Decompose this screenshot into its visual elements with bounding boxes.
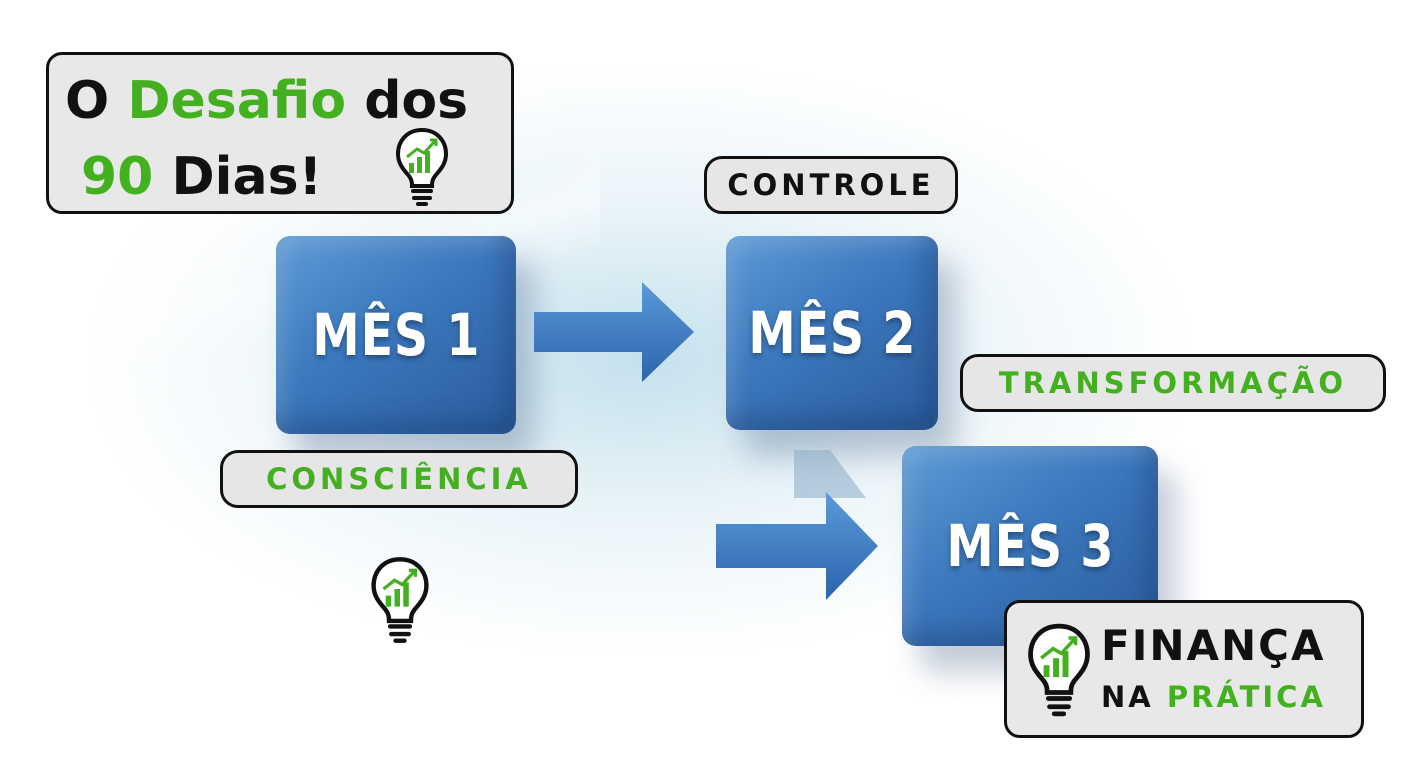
brand-word-pratica: PRÁTICA	[1166, 680, 1326, 714]
tag-controle: CONTROLE	[704, 156, 958, 214]
brand-word-na: NA	[1101, 680, 1154, 714]
title-word-o: O	[65, 71, 110, 131]
title-line-2: 90 Dias!	[81, 151, 322, 203]
cube-label-month-3: MÊS 3	[946, 512, 1114, 580]
brand-name-line-1: FINANÇA	[1101, 621, 1326, 670]
tag-consciencia: CONSCIÊNCIA	[220, 450, 578, 508]
title-line-1: O Desafio dos	[65, 75, 468, 127]
cube-month-2: MÊS 2	[726, 236, 938, 430]
cube-month-1: MÊS 1	[276, 236, 516, 434]
brand-name-line-2: NA PRÁTICA	[1101, 683, 1326, 712]
cube-label-month-2: MÊS 2	[748, 299, 916, 367]
lightbulb-chart-icon	[395, 127, 449, 206]
lightbulb-chart-icon	[371, 557, 429, 643]
title-number: 90	[81, 147, 154, 207]
title-word-desafio: Desafio	[127, 71, 347, 131]
cube-label-month-1: MÊS 1	[312, 301, 480, 369]
tag-transformacao: TRANSFORMAÇÃO	[960, 354, 1386, 412]
title-word-dos: dos	[364, 71, 469, 131]
title-word-dias: Dias!	[171, 147, 323, 207]
connector-shadow	[794, 450, 866, 498]
lightbulb-chart-icon	[1028, 623, 1090, 717]
title-box: O Desafio dos 90 Dias!	[46, 52, 514, 214]
arrow-right-icon	[534, 282, 694, 382]
arrow-right-icon	[716, 492, 878, 600]
brand-box: FINANÇA NA PRÁTICA	[1004, 600, 1364, 738]
